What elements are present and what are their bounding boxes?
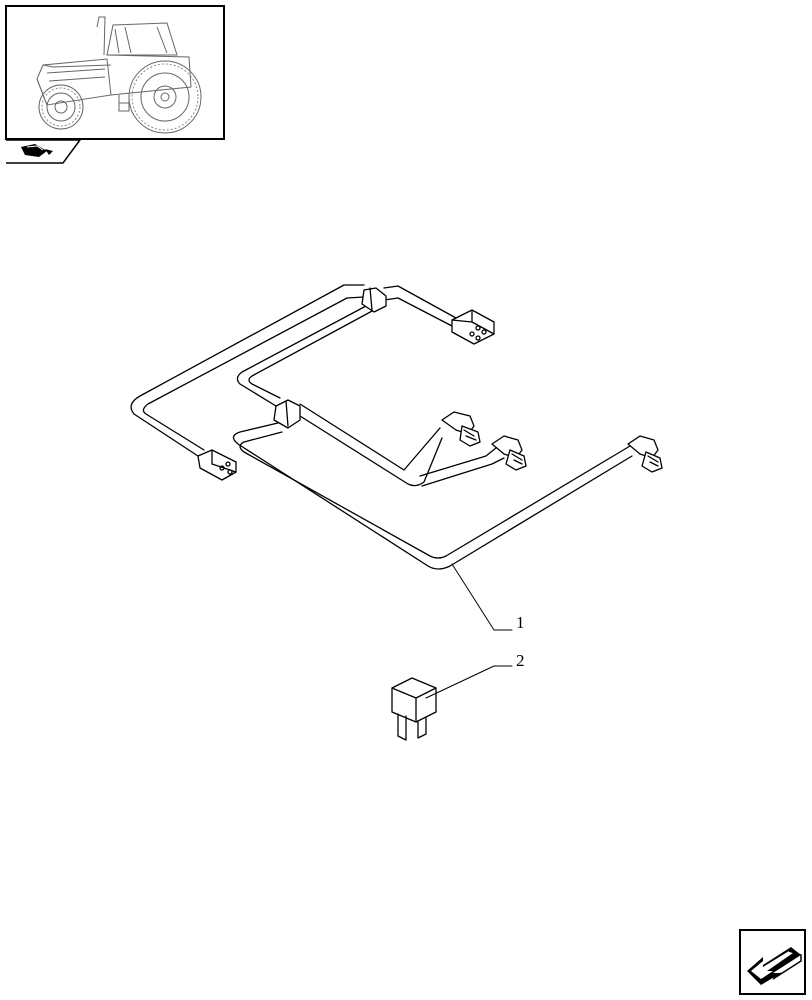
harness-junction-lower [273,399,301,429]
callout-1: 1 [516,613,525,632]
leader-line-2 [425,665,513,699]
next-page-button[interactable] [739,929,806,995]
tractor-icon [36,16,202,134]
harness-section-icon [21,144,53,157]
sensor-plug-b [491,435,527,471]
callout-2: 2 [516,651,525,670]
harness-junction-upper [361,287,387,313]
sensor-plug-a [441,411,481,447]
section-tab[interactable] [5,139,81,164]
tractor-thumbnail [5,5,225,140]
connector-left [197,449,237,481]
connector-upper-right [451,309,495,345]
next-page-arrow-icon [747,947,802,985]
leader-line-1 [451,563,513,631]
sensor-plug-c [627,435,663,473]
relay [391,677,437,741]
wiring-harness [130,284,633,570]
